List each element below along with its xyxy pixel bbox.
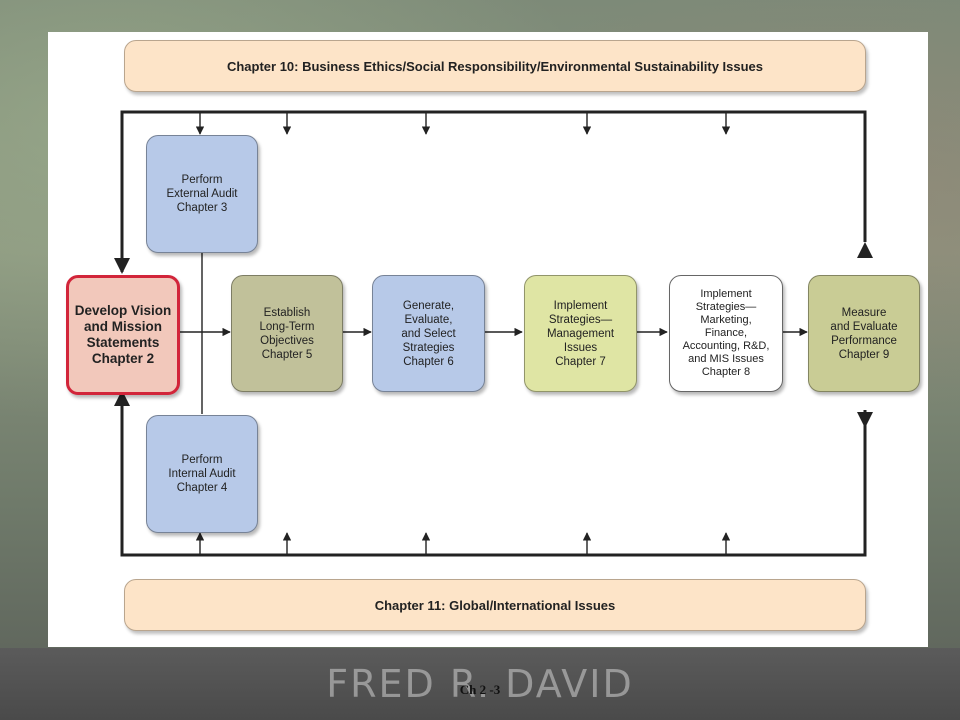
bottom-banner-chapter-11: Chapter 11: Global/International Issues [124,579,866,631]
feedback-loop-frame [120,110,867,557]
author-watermark: FRED R. DAVID [326,662,634,706]
implement-marketing-box: Implement Strategies— Marketing, Finance… [669,275,783,392]
slide-number: Ch 2 -3 [459,682,501,697]
implement-management-box: Implement Strategies— Management Issues … [524,275,637,392]
vision-mission-box: Develop Vision and Mission Statements Ch… [66,275,180,395]
bottom-up-arrows [195,532,731,555]
measure-performance-box: Measure and Evaluate Performance Chapter… [808,275,920,392]
top-banner-chapter-10: Chapter 10: Business Ethics/Social Respo… [124,40,866,92]
external-audit-box: Perform External Audit Chapter 3 [146,135,258,253]
generate-strategies-box: Generate, Evaluate, and Select Strategie… [372,275,485,392]
top-down-arrows [195,112,731,135]
frame-arrowheads [114,242,873,428]
internal-audit-box: Perform Internal Audit Chapter 4 [146,415,258,533]
long-term-objectives-box: Establish Long-Term Objectives Chapter 5 [231,275,343,392]
footer-band [0,648,960,720]
